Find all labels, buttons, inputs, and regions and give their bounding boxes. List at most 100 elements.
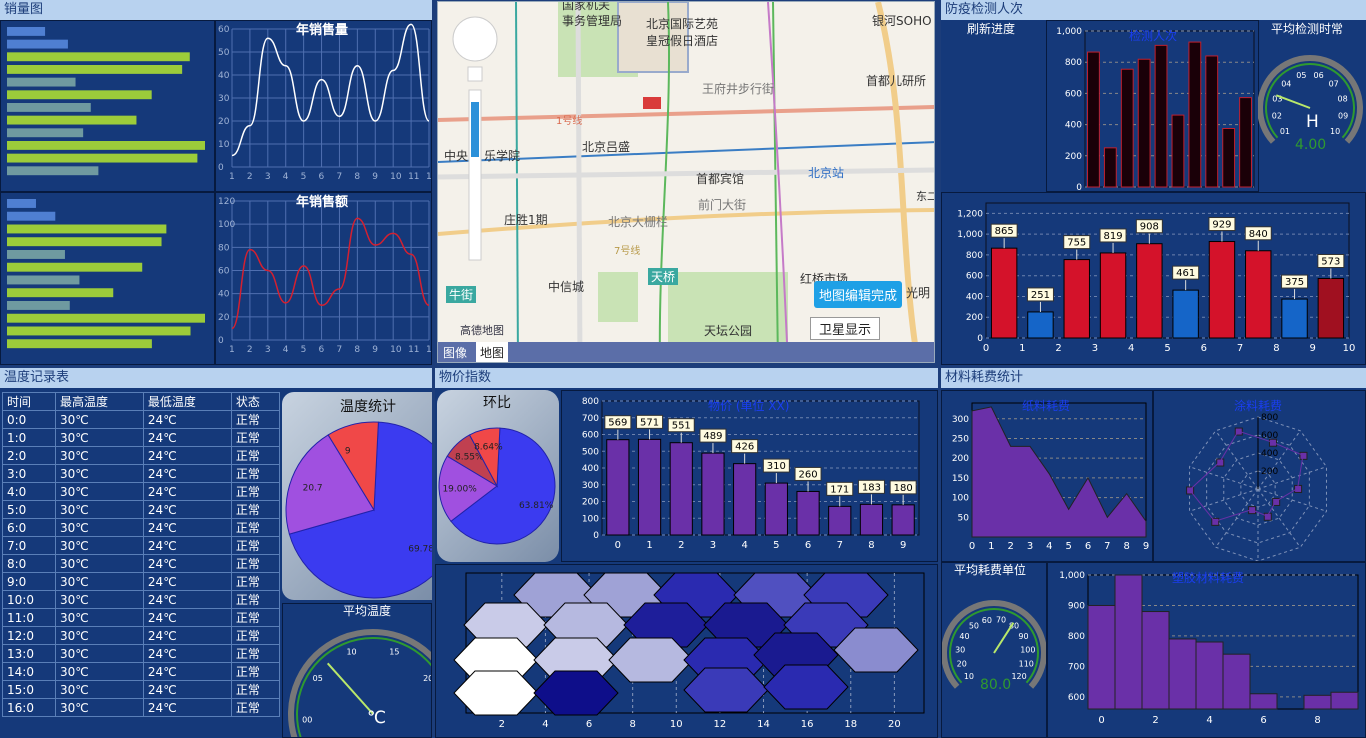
bar bbox=[637, 438, 662, 536]
map-poi[interactable]: 天坛公园 bbox=[704, 324, 753, 338]
map-poi[interactable]: 乐学院 bbox=[484, 149, 521, 163]
hbar bbox=[7, 288, 114, 298]
map-poi[interactable]: 庄胜1期 bbox=[504, 213, 548, 227]
sales-hbar-chart-1 bbox=[7, 27, 205, 176]
table-cell: 24℃ bbox=[142, 464, 232, 483]
map-poi[interactable]: 银河SOHO bbox=[872, 14, 932, 28]
map-poi[interactable]: 皇冠假日酒店 bbox=[646, 34, 719, 48]
polar-point bbox=[1299, 451, 1308, 460]
hex-cell bbox=[763, 664, 849, 710]
map-poi[interactable]: 天桥 bbox=[648, 268, 679, 285]
sales-panel-title: 销量图 bbox=[0, 0, 432, 20]
y-tick-label: 100 bbox=[218, 220, 235, 230]
table-cell: 30℃ bbox=[55, 428, 144, 447]
label-box bbox=[1099, 228, 1127, 243]
gauge-ring bbox=[288, 629, 431, 737]
gauge-tick-label: 07 bbox=[1329, 80, 1339, 89]
y-tick-label: 200 bbox=[1065, 152, 1082, 162]
map-mode-bar: 图像 地图 bbox=[438, 342, 934, 362]
table-cell: 24℃ bbox=[142, 662, 232, 681]
x-tick-label: 9 bbox=[372, 345, 378, 355]
map-poi[interactable]: 北京站 bbox=[808, 166, 845, 180]
map-poi[interactable]: 首都宾馆 bbox=[696, 172, 745, 186]
table-cell: 正常 bbox=[230, 536, 281, 555]
y-tick-label: 900 bbox=[1068, 601, 1085, 611]
map-poi[interactable]: 王府井步行街 bbox=[702, 82, 775, 96]
x-tick-label: 5 bbox=[301, 172, 307, 182]
sales-hbar-chart-2 bbox=[7, 199, 205, 349]
map-mode-button[interactable]: 地图 bbox=[476, 342, 509, 362]
gauge-tick-label: 05 bbox=[313, 674, 323, 683]
map-poi[interactable]: 国家机关 bbox=[562, 1, 611, 12]
table-header-cell: 状态 bbox=[230, 392, 281, 411]
temperature-panel-title: 温度记录表 bbox=[0, 368, 432, 388]
map-poi[interactable]: 中信城 bbox=[548, 280, 585, 294]
x-tick-label: 11 bbox=[408, 172, 419, 182]
bar bbox=[891, 504, 915, 536]
map-poi[interactable]: 北京吕盛 bbox=[582, 140, 631, 154]
map-poi[interactable]: 中央 bbox=[444, 149, 469, 163]
temp-gauge-title: 平均温度 bbox=[343, 604, 392, 618]
temp-gauge-unit: ℃ bbox=[367, 708, 387, 728]
y-tick-label: 600 bbox=[1068, 693, 1085, 703]
polar-grid bbox=[1206, 434, 1310, 544]
hbar bbox=[7, 65, 183, 74]
map-view[interactable]: 国家机关 事务管理局 北京国际艺苑 皇冠假日酒店 银河SOHO 首都儿研所 王府… bbox=[437, 1, 935, 363]
map-edit-done-button[interactable]: 地图编辑完成 bbox=[814, 281, 903, 308]
series-line bbox=[231, 217, 430, 330]
temp-pie-box: 温度统计 69.78%20.79 bbox=[282, 392, 432, 600]
bar bbox=[733, 463, 757, 536]
gauge-tick-label: 03 bbox=[1272, 94, 1282, 103]
bar bbox=[1222, 128, 1236, 188]
y-tick-label: 800 bbox=[1065, 58, 1082, 68]
map-poi[interactable]: 前门大街 bbox=[698, 198, 747, 212]
hbar bbox=[7, 211, 56, 221]
map-poi[interactable]: 牛街 bbox=[446, 286, 477, 303]
pie-label: 8.55% bbox=[455, 453, 484, 463]
map-poi[interactable]: 北京国际艺苑 bbox=[646, 17, 719, 31]
hex-cell bbox=[833, 627, 919, 673]
map-poi[interactable]: 首都儿研所 bbox=[866, 74, 927, 88]
gauge-tick-label: 20 bbox=[957, 660, 967, 669]
x-tick-label: 7 bbox=[336, 345, 342, 355]
gauge-needle bbox=[326, 662, 374, 715]
map-poi[interactable]: 光明 bbox=[906, 286, 931, 300]
y-tick-label: 150 bbox=[952, 474, 969, 484]
map-poi[interactable]: 事务管理局 bbox=[562, 14, 623, 28]
image-mode-button[interactable]: 图像 bbox=[443, 346, 468, 360]
x-tick-label: 5 bbox=[1065, 541, 1071, 552]
satellite-button[interactable]: 卫星显示 bbox=[810, 317, 881, 340]
map-poi: 7号线 bbox=[614, 246, 641, 257]
data-label: 461 bbox=[1176, 268, 1195, 279]
gauge-tick-label: 08 bbox=[1338, 94, 1348, 103]
gauge-tick-label: 60 bbox=[982, 616, 992, 625]
step-bar bbox=[1195, 641, 1224, 710]
map-poi[interactable]: 北京大栅栏 bbox=[608, 215, 669, 229]
label-box bbox=[857, 479, 885, 494]
table-cell: 30℃ bbox=[55, 608, 144, 627]
table-cell: 24℃ bbox=[142, 536, 232, 555]
table-cell: 24℃ bbox=[142, 626, 232, 645]
bar bbox=[1137, 58, 1151, 188]
series-line bbox=[231, 23, 430, 157]
y-tick-label: 800 bbox=[1068, 632, 1085, 642]
x-tick-label: 4 bbox=[283, 172, 289, 182]
